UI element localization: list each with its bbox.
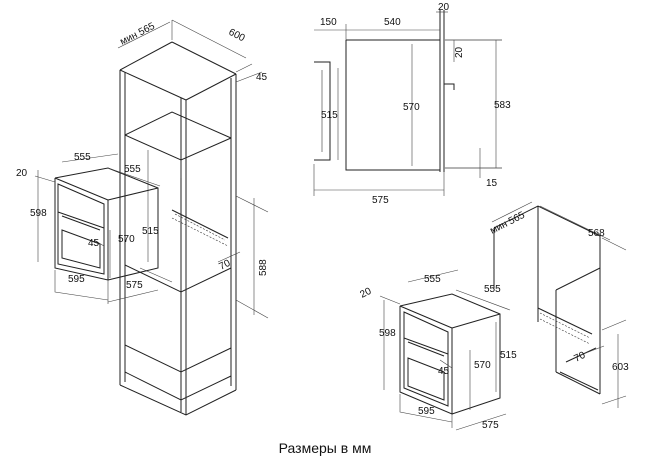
tall-cabinet — [117, 19, 269, 416]
side-570-label: 570 — [403, 102, 420, 113]
under-vent-depth-label: 70 — [572, 350, 587, 365]
oven-right-niche-width-label: 555 — [484, 284, 501, 295]
oven-left-width-label: 555 — [74, 152, 91, 163]
oven-left-front-depth-label: 20 — [16, 168, 28, 179]
oven-left-inner-height-label: 570 — [118, 234, 135, 245]
tall-niche-height-label: 515 — [142, 226, 159, 237]
oven-left-angle-label: 45 — [88, 238, 100, 249]
tall-min-depth-label: мин 565 — [118, 21, 157, 48]
oven-right — [379, 269, 511, 431]
oven-right-width-label: 555 — [424, 274, 441, 285]
side-515-label: 515 — [321, 110, 338, 121]
tall-depth-label: 600 — [227, 27, 247, 45]
oven-right-angle-label: 45 — [438, 366, 450, 377]
side-20-top-label: 20 — [438, 2, 450, 13]
tall-niche-bottom-label: 588 — [258, 259, 269, 276]
oven-left-height-label: 598 — [30, 208, 47, 219]
oven-right-height-label: 598 — [379, 328, 396, 339]
tall-vent-depth-label: 70 — [217, 258, 232, 273]
side-583-label: 583 — [494, 100, 511, 111]
tall-niche-width-label: 555 — [124, 164, 141, 175]
under-min-depth-label: мин 565 — [488, 210, 527, 237]
oven-left-bottom-width-label: 595 — [68, 274, 85, 285]
under-depth-label: 568 — [588, 228, 605, 239]
side-575-label: 575 — [372, 195, 389, 206]
oven-right-inner-height-label: 570 — [474, 360, 491, 371]
side-150-label: 150 — [320, 17, 337, 28]
tall-niche-depth-label: 575 — [126, 280, 143, 291]
oven-left — [34, 153, 161, 304]
oven-right-depth-label: 575 — [482, 420, 499, 431]
oven-right-front-depth-label: 20 — [358, 286, 373, 301]
tall-top-offset-label: 45 — [256, 72, 268, 83]
oven-right-niche-height-label: 515 — [500, 350, 517, 361]
oven-right-bottom-width-label: 595 — [418, 406, 435, 417]
side-view — [313, 10, 502, 196]
side-540-label: 540 — [384, 17, 401, 28]
caption: Размеры в мм — [278, 440, 372, 456]
side-15-label: 15 — [486, 178, 498, 189]
undercounter-cabinet — [491, 201, 627, 408]
side-20-side-label: 20 — [454, 46, 465, 58]
under-height-label: 603 — [612, 362, 629, 373]
